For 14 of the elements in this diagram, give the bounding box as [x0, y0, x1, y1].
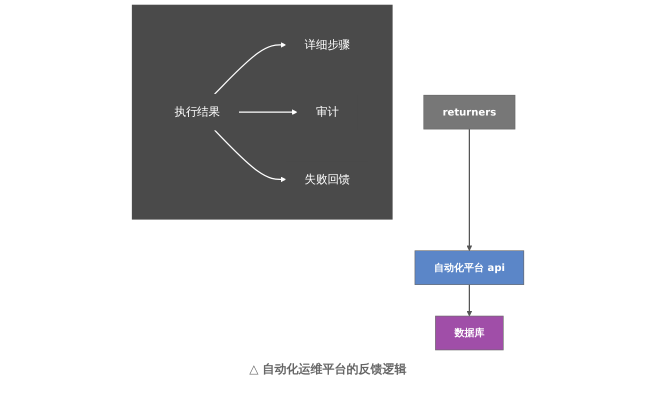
node-text: 失败回馈	[304, 172, 350, 186]
arrow	[214, 42, 286, 95]
node-text: 审计	[316, 106, 339, 119]
arrow	[466, 129, 472, 251]
node-box: 数据库	[435, 316, 504, 350]
arrow	[214, 130, 286, 182]
cluster	[132, 4, 393, 220]
node-box: 自动化平台 api	[414, 250, 524, 285]
arrow	[466, 284, 472, 316]
caption: △ 自动化运维平台的反馈逻辑	[249, 361, 407, 378]
node-text: 详细步骤	[304, 38, 350, 52]
arrow	[238, 109, 298, 115]
node-box: returners	[423, 94, 516, 130]
node-text: 执行结果	[174, 106, 220, 119]
